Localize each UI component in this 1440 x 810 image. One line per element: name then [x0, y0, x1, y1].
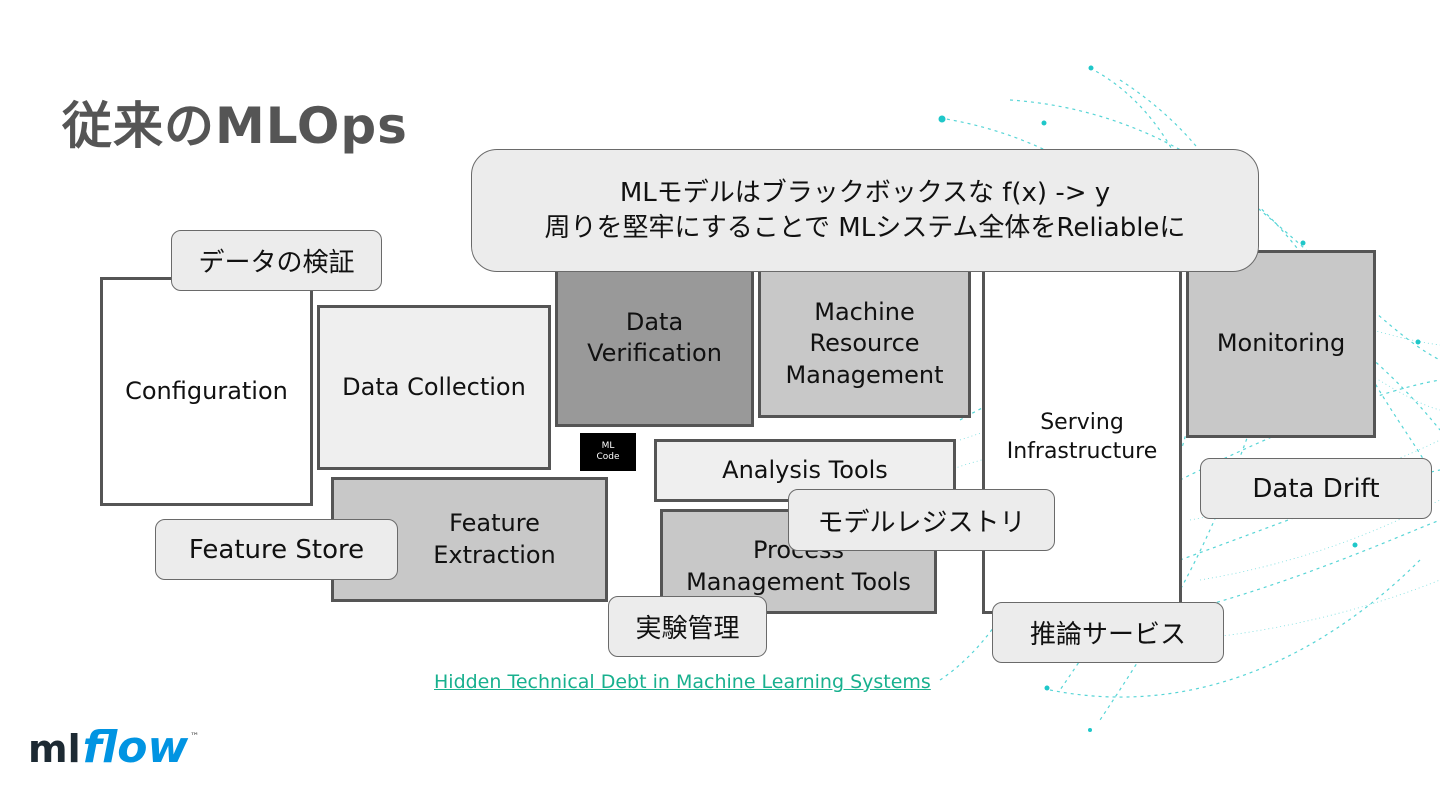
data-drift-tag: Data Drift: [1200, 458, 1432, 519]
data-collection-label: Data Collection: [342, 372, 526, 401]
machine-resource-management-label: Machine Resource Management: [785, 298, 944, 389]
reference-link[interactable]: Hidden Technical Debt in Machine Learnin…: [434, 671, 931, 693]
ml-code-label-line2: Code: [596, 452, 620, 462]
page-title: 従来のMLOps: [62, 97, 408, 155]
logo-trademark: ™: [190, 732, 200, 742]
feature-store-tag: Feature Store: [155, 519, 398, 580]
analysis-tools-label: Analysis Tools: [722, 455, 888, 484]
callout-line-1: MLモデルはブラックボックスな f(x) -> y: [619, 177, 1111, 208]
ml-code-box: ML Code: [580, 433, 636, 471]
logo-ml-text: ml: [28, 727, 81, 771]
serving-infrastructure-label: Serving Infrastructure: [1006, 410, 1158, 464]
mlflow-logo: ml flow ™: [28, 722, 199, 778]
data-verification-label: Data Verification: [587, 308, 722, 368]
experiment-management-tag: 実験管理: [608, 596, 767, 657]
ml-code-label-line1: ML: [601, 440, 615, 451]
callout-line-2: 周りを堅牢にすることで MLシステム全体をReliableに: [544, 212, 1186, 243]
configuration-label: Configuration: [125, 376, 288, 405]
logo-flow-text: flow: [82, 722, 189, 773]
data-verification-box: Data Verification: [555, 262, 754, 427]
configuration-box: Configuration: [100, 277, 313, 506]
monitoring-box: Monitoring: [1186, 250, 1376, 438]
data-validation-tag: データの検証: [171, 230, 382, 291]
serving-infrastructure-box: Serving Infrastructure: [982, 262, 1182, 614]
machine-resource-management-box: Machine Resource Management: [758, 262, 971, 418]
monitoring-label: Monitoring: [1216, 329, 1346, 358]
inference-service-tag: 推論サービス: [992, 602, 1224, 663]
data-collection-box: Data Collection: [317, 305, 551, 470]
model-registry-tag: モデルレジストリ: [788, 489, 1055, 551]
feature-extraction-label: Feature Extraction: [433, 509, 556, 569]
main-callout: MLモデルはブラックボックスな f(x) -> y 周りを堅牢にすることで ML…: [471, 149, 1259, 272]
